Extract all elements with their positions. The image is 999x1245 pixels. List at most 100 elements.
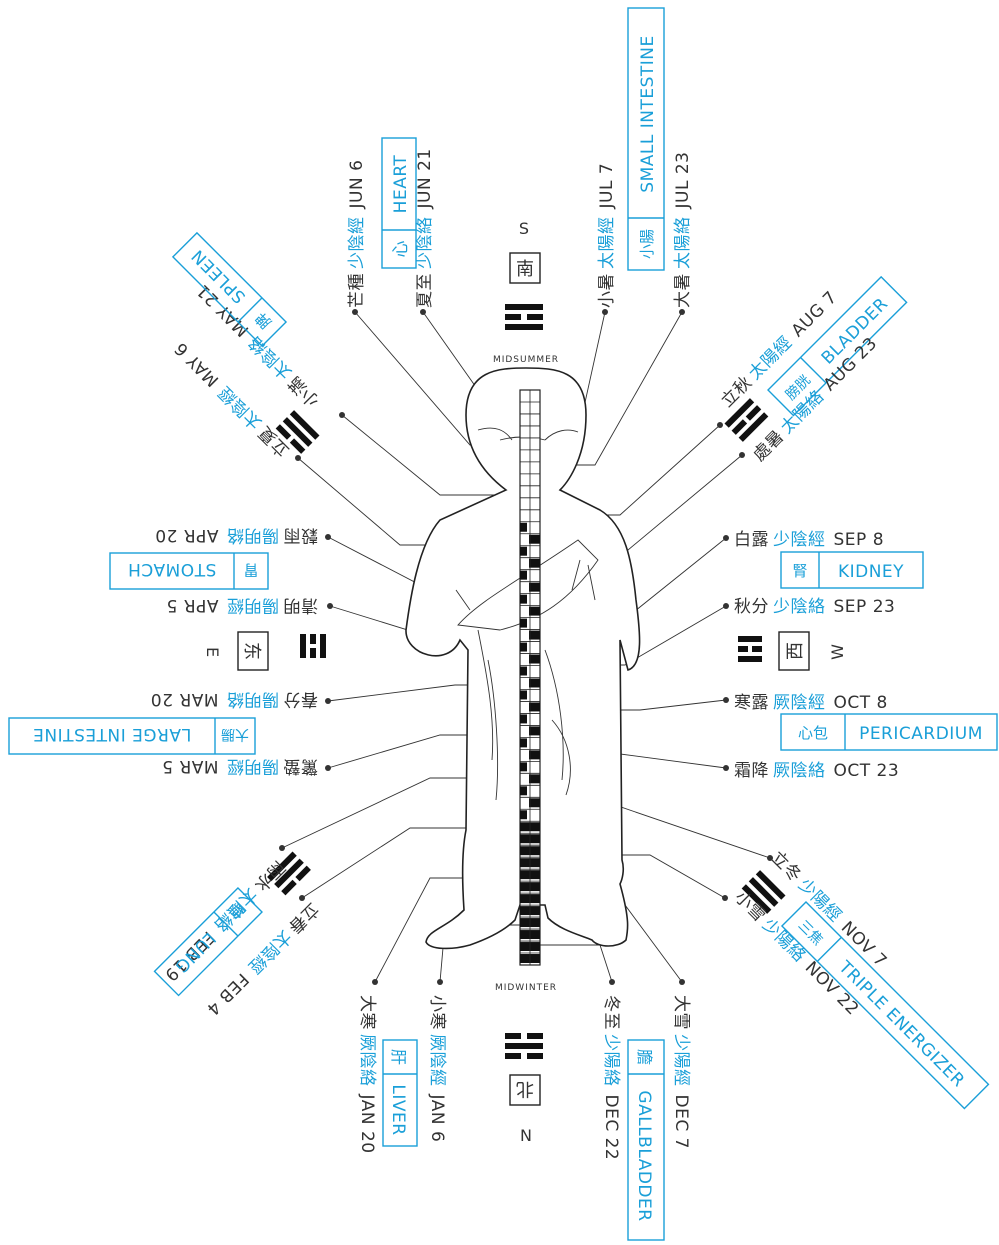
term-date: JAN 6 bbox=[427, 1094, 447, 1143]
meridian-name: 陽明絡 bbox=[227, 689, 280, 709]
direction-south-char: 南 bbox=[516, 259, 534, 280]
spine-segment bbox=[529, 607, 540, 616]
term-date: JAN 20 bbox=[357, 1094, 377, 1154]
organ-triple-energizer: 三焦 TRIPLE ENERGIZER bbox=[782, 902, 988, 1108]
organ-name: LUNG bbox=[170, 928, 219, 977]
svg-text:芒種少陰經JUN 6: 芒種 少陰經 JUN 6 bbox=[347, 160, 367, 308]
term-date: APR 5 bbox=[166, 595, 218, 615]
term-date: DEC 22 bbox=[601, 1095, 621, 1161]
spine-segment bbox=[529, 726, 540, 735]
direction-west-char: 西 bbox=[785, 642, 806, 660]
term-jun21: 夏至少陰絡JUN 21 bbox=[415, 148, 435, 308]
meridian-name: 少陰經 bbox=[773, 530, 826, 550]
term-name: 芒種 bbox=[347, 273, 367, 308]
term-date: MAR 5 bbox=[162, 756, 219, 776]
organ-char: 胃 bbox=[243, 561, 258, 579]
organ-char: 小腸 bbox=[638, 229, 656, 259]
term-name: 立春 bbox=[284, 898, 323, 937]
spine-segment bbox=[529, 702, 540, 711]
term-date: SEP 23 bbox=[834, 597, 896, 617]
meridian-name: 少陽經 bbox=[794, 875, 845, 926]
svg-text:白露少陰經SEP 8: 白露少陰經 SEP 8 bbox=[734, 530, 884, 550]
svg-text:大寒厥陰絡JAN 20: 大寒厥陰絡 JAN 20 bbox=[357, 995, 377, 1154]
term-jan6: 小寒厥陰經 JAN 6 bbox=[427, 995, 447, 1142]
organ-kidney: 腎 KIDNEY bbox=[781, 552, 923, 588]
organ-name: TRIPLE ENERGIZER bbox=[834, 957, 969, 1092]
organ-large-intestine: 大腸 LARGE INTESTINE bbox=[9, 718, 255, 754]
organ-name: SMALL INTESTINE bbox=[638, 35, 658, 192]
meridian-name: 陽明絡 bbox=[227, 525, 280, 545]
svg-text:大雪少陽經DEC 7: 大雪少陽經 DEC 7 bbox=[671, 995, 691, 1149]
term-date: APR 20 bbox=[155, 525, 219, 545]
meridian-name: 厥陰絡 bbox=[357, 1034, 377, 1087]
spine-segment bbox=[520, 738, 527, 747]
term-date: JUL 23 bbox=[673, 152, 693, 210]
organ-char: 大腸 bbox=[221, 726, 249, 742]
term-date: OCT 23 bbox=[834, 761, 900, 781]
term-name: 小暑 bbox=[597, 273, 617, 308]
term-date: SEP 8 bbox=[834, 530, 885, 550]
spine-segment bbox=[520, 547, 527, 556]
term-name: 夏至 bbox=[415, 273, 435, 308]
organ-liver: 肝 LIVER bbox=[383, 1040, 417, 1146]
term-apr20: 穀雨陽明絡APR 20 bbox=[155, 525, 318, 545]
trigram-east bbox=[300, 634, 326, 658]
term-mar5: 驚蟄陽明經 MAR 5 bbox=[162, 756, 318, 776]
meridian-name: 少陰絡 bbox=[415, 217, 435, 270]
svg-text:驚蟄陽明經MAR 5: 驚蟄陽明經 MAR 5 bbox=[162, 756, 318, 776]
meridian-name: 太陰經 bbox=[215, 382, 266, 433]
meridian-name: 太陽絡 bbox=[673, 217, 693, 270]
organ-heart: 心 HEART bbox=[382, 138, 416, 268]
meridian-name: 陽明經 bbox=[227, 595, 280, 615]
spine-segment bbox=[529, 583, 540, 592]
meridian-name: 少陽絡 bbox=[601, 1034, 621, 1087]
spine-segment bbox=[520, 643, 527, 652]
meridian-name: 厥陰經 bbox=[427, 1034, 447, 1087]
term-date: JUL 7 bbox=[597, 163, 617, 210]
term-jul23: 大暑 太陽絡 JUL 23 bbox=[673, 152, 693, 308]
trigram-south bbox=[505, 304, 543, 330]
term-date: OCT 8 bbox=[834, 693, 888, 713]
organ-name: HEART bbox=[391, 155, 411, 214]
term-name: 驚蟄 bbox=[283, 756, 318, 776]
term-date: DEC 7 bbox=[671, 1095, 691, 1149]
spine-segment bbox=[529, 798, 540, 807]
term-name: 大寒 bbox=[357, 995, 377, 1030]
organ-pericardium: 心包 PERICARDIUM bbox=[781, 714, 997, 750]
term-may21: 小滿太陰絡MAY 21 bbox=[193, 280, 324, 411]
term-date: JUN 6 bbox=[347, 160, 367, 210]
term-apr5: 清明陽明經APR 5 bbox=[166, 595, 318, 615]
term-dec7: 大雪少陽經 DEC 7 bbox=[671, 995, 691, 1149]
meridian-name: 陽明經 bbox=[227, 756, 280, 776]
term-name: 立夏 bbox=[255, 422, 294, 461]
term-name: 小寒 bbox=[427, 995, 447, 1030]
spine-segment bbox=[529, 774, 540, 783]
spine-segment bbox=[529, 750, 540, 759]
meridian-name: 厥陰絡 bbox=[773, 761, 826, 781]
spine-segment bbox=[529, 631, 540, 640]
organ-name: LARGE INTESTINE bbox=[33, 724, 192, 744]
term-date: MAR 20 bbox=[150, 689, 218, 709]
meridian-name: 少陽經 bbox=[671, 1034, 691, 1087]
midsummer-label: MIDSUMMER bbox=[493, 355, 559, 365]
term-name: 白露 bbox=[734, 530, 769, 550]
direction-west-letter: W bbox=[828, 644, 847, 660]
meridian-name: 少陰經 bbox=[347, 217, 367, 270]
term-date: AUG 7 bbox=[788, 287, 842, 341]
midwinter-label: MIDWINTER bbox=[495, 983, 557, 993]
meridian-name: 太陰經 bbox=[244, 926, 295, 977]
direction-north-letter: N bbox=[520, 1126, 532, 1145]
organ-name: STOMACH bbox=[128, 559, 217, 579]
organ-name: KIDNEY bbox=[838, 562, 904, 582]
spine-segment bbox=[529, 655, 540, 664]
term-name: 大雪 bbox=[671, 995, 691, 1030]
term-date: FEB 4 bbox=[202, 969, 252, 1019]
spine-segment bbox=[520, 667, 527, 676]
direction-south-letter: S bbox=[519, 219, 529, 238]
term-name: 大暑 bbox=[673, 273, 693, 308]
organ-gallbladder: 膽 GALLBLADDER bbox=[628, 1040, 664, 1240]
